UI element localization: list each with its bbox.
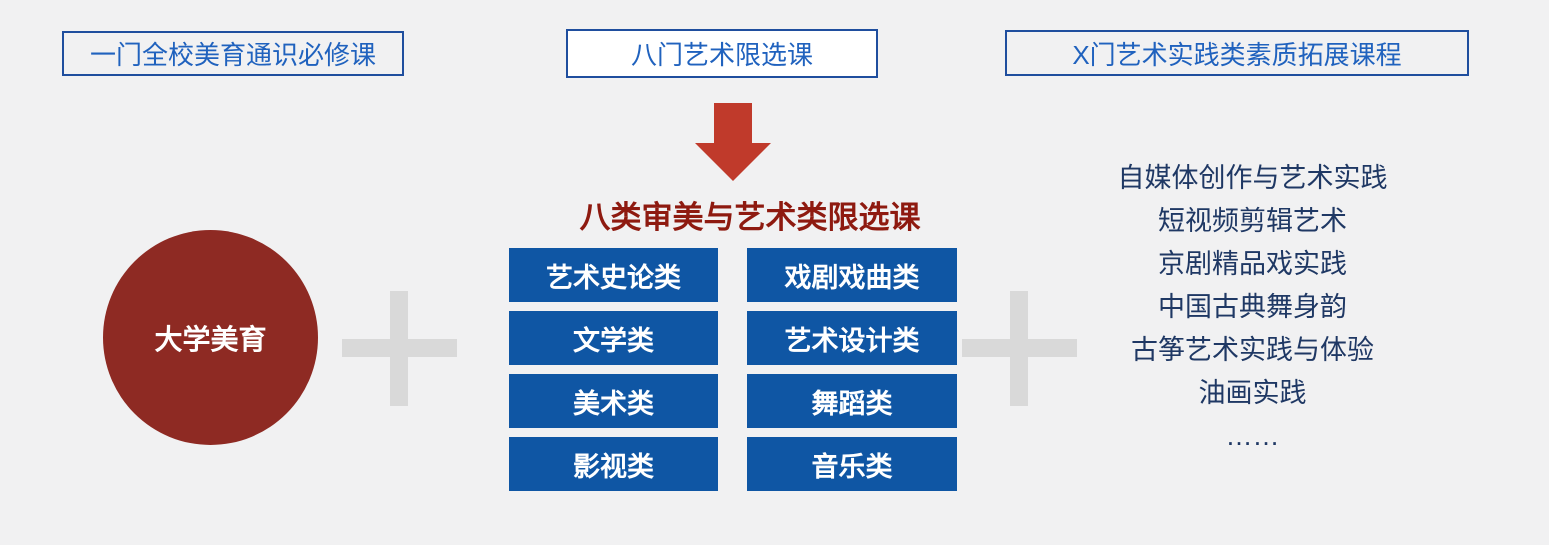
center-title: 八类审美与艺术类限选课 xyxy=(579,200,921,235)
header-box-practice-course: X门艺术实践类素质拓展课程 xyxy=(1005,30,1469,76)
category-grid: 艺术史论类 戏剧戏曲类 文学类 艺术设计类 美术类 舞蹈类 影视类 音乐类 xyxy=(509,248,957,491)
down-arrow-icon xyxy=(695,103,771,181)
practice-course-item: 中国古典舞身韵 xyxy=(1158,292,1347,322)
header-box-elective-course: 八门艺术限选课 xyxy=(566,29,878,78)
header-box-compulsory-course: 一门全校美育通识必修课 xyxy=(62,31,404,76)
plus-icon xyxy=(962,291,1077,406)
category-chip-art-design: 艺术设计类 xyxy=(747,311,957,365)
plus-vertical-bar xyxy=(1010,291,1028,406)
plus-vertical-bar xyxy=(390,291,408,406)
category-chip-drama-opera: 戏剧戏曲类 xyxy=(747,248,957,302)
category-chip-fine-arts: 美术类 xyxy=(509,374,718,428)
category-chip-dance: 舞蹈类 xyxy=(747,374,957,428)
practice-course-item: 短视频剪辑艺术 xyxy=(1158,206,1347,236)
practice-course-item: …… xyxy=(1225,421,1280,451)
practice-course-item: 古筝艺术实践与体验 xyxy=(1131,335,1374,365)
category-chip-art-history: 艺术史论类 xyxy=(509,248,718,302)
plus-icon xyxy=(342,291,457,406)
category-chip-music: 音乐类 xyxy=(747,437,957,491)
practice-course-item: 自媒体创作与艺术实践 xyxy=(1117,163,1388,193)
circle-label: 大学美育 xyxy=(154,323,267,355)
category-chip-film-tv: 影视类 xyxy=(509,437,718,491)
category-chip-literature: 文学类 xyxy=(509,311,718,365)
practice-course-list: 自媒体创作与艺术实践 短视频剪辑艺术 京剧精品戏实践 中国古典舞身韵 古筝艺术实… xyxy=(1030,157,1475,458)
practice-course-item: 京剧精品戏实践 xyxy=(1158,249,1347,279)
university-aesthetics-circle: 大学美育 xyxy=(103,230,318,445)
practice-course-item: 油画实践 xyxy=(1198,378,1307,408)
